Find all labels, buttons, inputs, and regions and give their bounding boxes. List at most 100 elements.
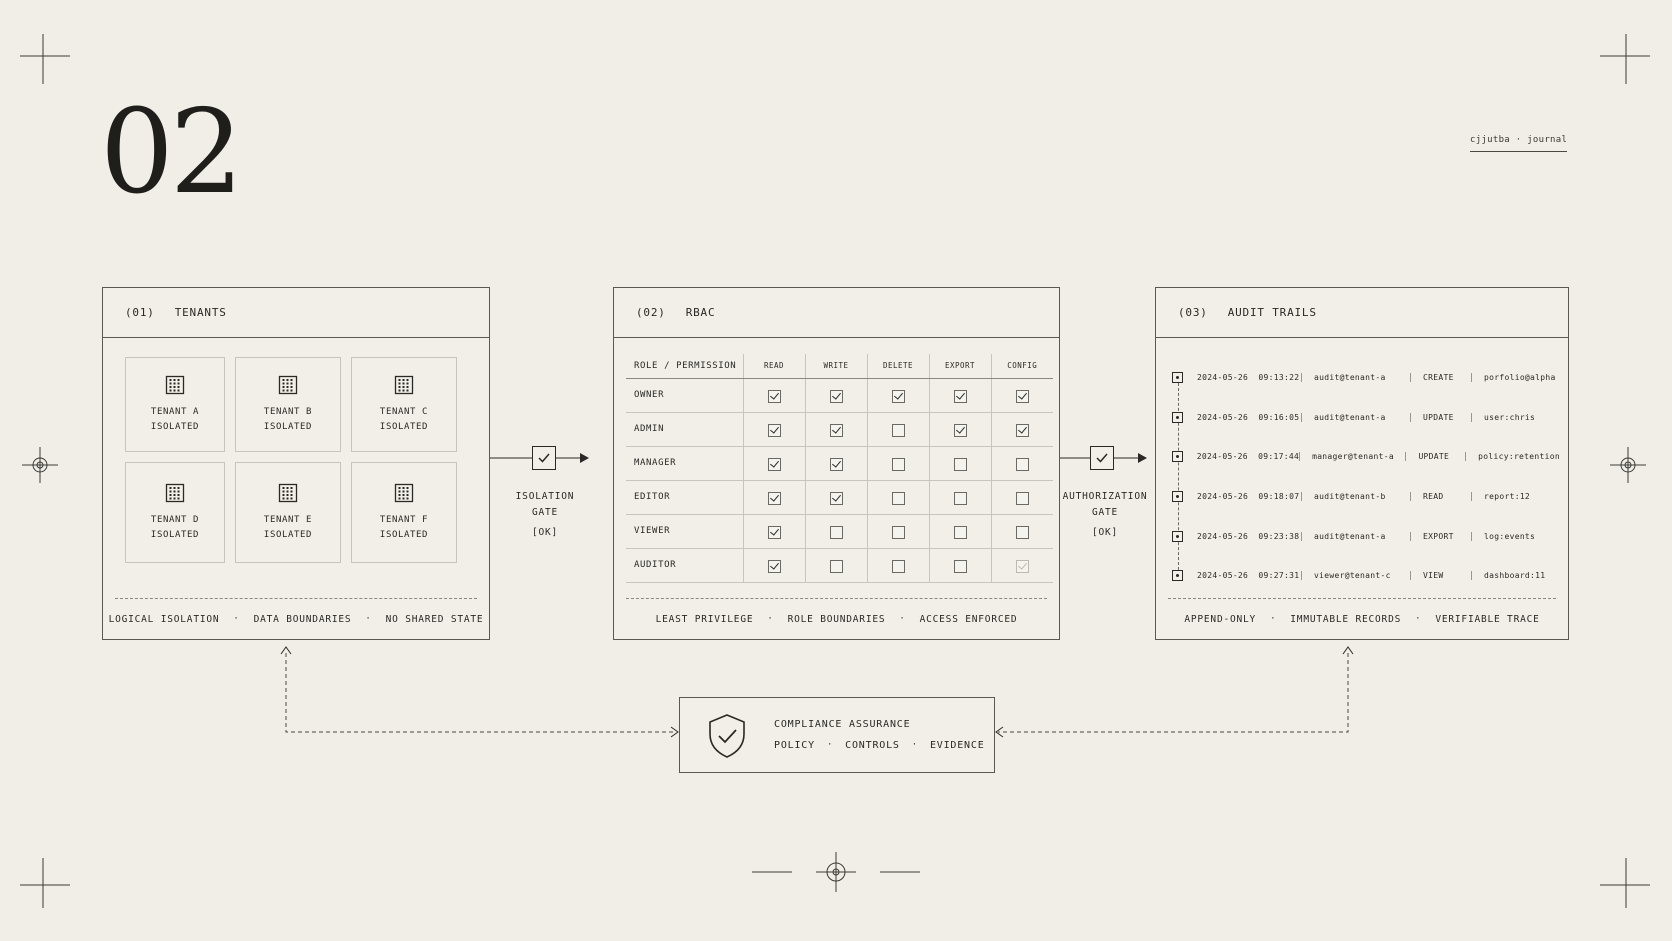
tenant-status: ISOLATED — [263, 529, 313, 540]
tenant-status: ISOLATED — [379, 529, 429, 540]
corner-crosshair-br — [1600, 858, 1650, 908]
rbac-cell — [991, 480, 1053, 515]
checkbox-checked[interactable] — [1015, 389, 1029, 403]
arrowhead-to-compliance-right — [995, 726, 1004, 738]
checkbox-unchecked[interactable] — [829, 559, 843, 573]
corner-crosshair-tl — [20, 34, 70, 84]
rbac-corner-header: ROLE / PERMISSION — [626, 354, 744, 379]
checkbox-unchecked[interactable] — [891, 423, 905, 437]
checkbox-unchecked[interactable] — [891, 559, 905, 573]
checkbox-checked[interactable] — [767, 423, 781, 437]
rbac-cell — [929, 480, 992, 515]
tenant-status: ISOLATED — [150, 421, 200, 432]
checkbox-checked[interactable] — [829, 491, 843, 505]
rbac-cell — [867, 514, 930, 549]
checkbox-unchecked[interactable] — [891, 525, 905, 539]
checkbox-unchecked[interactable] — [1015, 457, 1029, 471]
checkbox-checked[interactable] — [767, 389, 781, 403]
checkbox-checked[interactable] — [1015, 559, 1029, 573]
audit-resource: policy:retention — [1465, 452, 1560, 462]
checkbox-unchecked[interactable] — [953, 491, 967, 505]
audit-node-icon — [1172, 451, 1183, 463]
tenant-name: TENANT F — [379, 514, 429, 525]
tenant-status: ISOLATED — [263, 421, 313, 432]
checkbox-unchecked[interactable] — [1015, 525, 1029, 539]
checkbox-checked[interactable] — [767, 525, 781, 539]
tenants-panel-number: (01) — [125, 306, 155, 319]
check-icon — [1096, 453, 1108, 463]
audit-action: EXPORT — [1410, 531, 1471, 541]
audit-timestamp: 2024-05-26 09:18:07 — [1197, 492, 1300, 502]
audit-resource: log:events — [1471, 531, 1535, 541]
checkbox-checked[interactable] — [829, 389, 843, 403]
audit-actor: viewer@tenant-c — [1301, 571, 1410, 581]
audit-action: UPDATE — [1410, 412, 1471, 422]
journal-label[interactable]: cjjutba · journal — [1470, 135, 1568, 152]
compliance-item: POLICY — [774, 740, 815, 751]
checkbox-unchecked[interactable] — [891, 457, 905, 471]
rbac-cell — [743, 446, 806, 481]
rbac-cell — [991, 378, 1053, 413]
checkbox-unchecked[interactable] — [953, 559, 967, 573]
rbac-role-name: OWNER — [626, 378, 744, 413]
audit-footer-item: VERIFIABLE TRACE — [1435, 613, 1540, 625]
compliance-link-left — [285, 653, 676, 733]
arrowhead-to-rbac — [580, 453, 589, 463]
checkbox-checked[interactable] — [829, 423, 843, 437]
checkbox-checked[interactable] — [829, 457, 843, 471]
section-number: 02 — [100, 85, 244, 220]
rbac-cell — [743, 378, 806, 413]
checkbox-checked[interactable] — [891, 389, 905, 403]
tenants-footer-item: DATA BOUNDARIES — [253, 613, 352, 625]
checkbox-unchecked[interactable] — [953, 525, 967, 539]
checkbox-checked[interactable] — [953, 389, 967, 403]
rbac-cell — [805, 412, 868, 447]
audit-panel-title: AUDIT TRAILS — [1227, 306, 1317, 319]
compliance-item: CONTROLS — [845, 740, 900, 751]
rbac-cell — [743, 548, 806, 583]
checkbox-unchecked[interactable] — [891, 491, 905, 505]
building-icon — [165, 483, 185, 502]
rbac-cell — [743, 412, 806, 447]
rbac-row: AUDITOR — [626, 548, 1053, 583]
checkbox-checked[interactable] — [953, 423, 967, 437]
checkbox-unchecked[interactable] — [1015, 491, 1029, 505]
checkbox-checked[interactable] — [1015, 423, 1029, 437]
compliance-items: POLICY·CONTROLS·EVIDENCE — [774, 740, 985, 751]
checkbox-checked[interactable] — [767, 491, 781, 505]
tenants-footer-item: NO SHARED STATE — [385, 613, 484, 625]
checkbox-checked[interactable] — [767, 457, 781, 471]
rbac-permission-header: DELETE — [867, 354, 930, 379]
rbac-cell — [805, 480, 868, 515]
tenant-card[interactable]: TENANT F ISOLATED — [351, 462, 457, 563]
rbac-cell — [929, 412, 992, 447]
isolation-gate-line2: GATE — [531, 507, 559, 518]
tenant-card[interactable]: TENANT A ISOLATED — [125, 357, 225, 452]
isolation-gate-label: ISOLATION GATE [OK] — [490, 489, 600, 541]
checkbox-unchecked[interactable] — [829, 525, 843, 539]
audit-panel-number: (03) — [1178, 306, 1208, 319]
rbac-role-name: ADMIN — [626, 412, 744, 447]
audit-action: CREATE — [1410, 373, 1471, 383]
audit-panel-footer: APPEND-ONLY·IMMUTABLE RECORDS·VERIFIABLE… — [1168, 598, 1556, 639]
tenant-name: TENANT A — [150, 406, 200, 417]
checkbox-checked[interactable] — [767, 559, 781, 573]
audit-timestamp: 2024-05-26 09:17:44 — [1196, 452, 1300, 462]
target-mark-right — [1610, 447, 1646, 483]
checkbox-unchecked[interactable] — [953, 457, 967, 471]
check-icon — [538, 453, 550, 463]
rbac-panel-footer: LEAST PRIVILEGE·ROLE BOUNDARIES·ACCESS E… — [626, 598, 1047, 639]
